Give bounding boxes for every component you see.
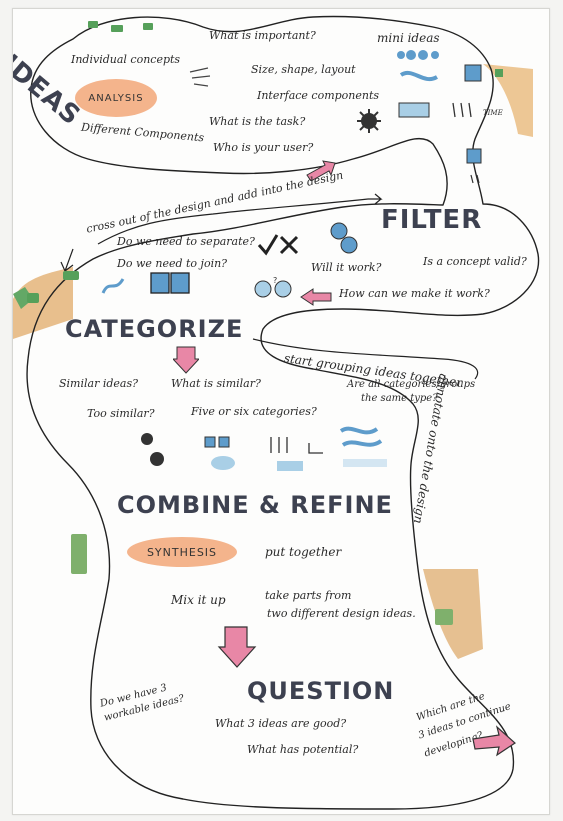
filter-heading: FILTER: [381, 205, 483, 235]
pink-right-arrow-icon: [472, 725, 516, 757]
synthesis-badge: SYNTHESIS: [127, 537, 237, 567]
time-label: TIME: [483, 109, 503, 117]
blue-scribble-icon: [101, 278, 125, 294]
path-outline-drawing: [13, 15, 540, 810]
sketchnote-page: IDEAS Individual concepts ANALYSIS Diffe…: [12, 8, 550, 815]
all-categories-label: Are all categories/groups: [347, 379, 476, 390]
mini-ideas-label: mini ideas: [377, 31, 440, 45]
individual-concepts-label: Individual concepts: [71, 53, 181, 66]
pink-down-arrow-icon: [173, 346, 199, 374]
question-heading: QUESTION: [247, 677, 395, 705]
who-is-user-label: Who is your user?: [213, 141, 314, 154]
categorize-heading: CATEGORIZE: [65, 315, 244, 343]
pink-left-arrow-icon: [300, 288, 332, 306]
blue-tiles-icon: [204, 436, 235, 470]
take-parts-label: take parts from: [265, 589, 352, 602]
concept-valid-label: Is a concept valid?: [423, 255, 527, 268]
mini-ideas-sketches-icon: [397, 50, 482, 184]
size-shape-layout-label: Size, shape, layout: [251, 63, 356, 76]
mix-it-up-label: Mix it up: [171, 593, 226, 607]
pink-down-arrow-large-icon: [217, 626, 257, 668]
need-join-label: Do we need to join?: [117, 257, 228, 270]
interface-components-label: Interface components: [257, 89, 380, 102]
dash-marks-icon: [189, 67, 211, 87]
blue-scribbles-icon: [339, 426, 387, 467]
same-type-label: the same type?: [361, 393, 438, 404]
splat-pair-icon: [141, 433, 164, 466]
svg-text:?: ?: [273, 276, 277, 285]
analysis-badge: ANALYSIS: [75, 79, 157, 117]
what-is-task-label: What is the task?: [209, 115, 306, 128]
tick-cross-icon: [257, 234, 299, 256]
three-good-label: What 3 ideas are good?: [215, 717, 347, 730]
potential-label: What has potential?: [247, 743, 359, 756]
too-similar-label: Too similar?: [87, 407, 155, 420]
gear-icon: [330, 222, 358, 254]
what-is-similar-label: What is similar?: [171, 377, 261, 390]
splat-icon: [357, 109, 381, 133]
similar-ideas-label: Similar ideas?: [59, 377, 139, 390]
arrows-list-icon: [270, 437, 323, 471]
two-designs-label: two different design ideas.: [267, 607, 416, 620]
will-it-work-label: Will it work?: [311, 261, 382, 274]
blue-squares-icon: [150, 272, 190, 294]
five-six-categories-label: Five or six categories?: [191, 405, 317, 418]
what-is-important-label: What is important?: [209, 29, 316, 42]
put-together-label: put together: [265, 545, 342, 559]
linked-gears-icon: ?: [254, 276, 292, 298]
need-separate-label: Do we need to separate?: [117, 235, 255, 248]
combine-refine-heading: COMBINE & REFINE: [117, 491, 393, 519]
pink-arrow-icon: [306, 160, 336, 181]
how-make-work-label: How can we make it work?: [339, 287, 490, 300]
